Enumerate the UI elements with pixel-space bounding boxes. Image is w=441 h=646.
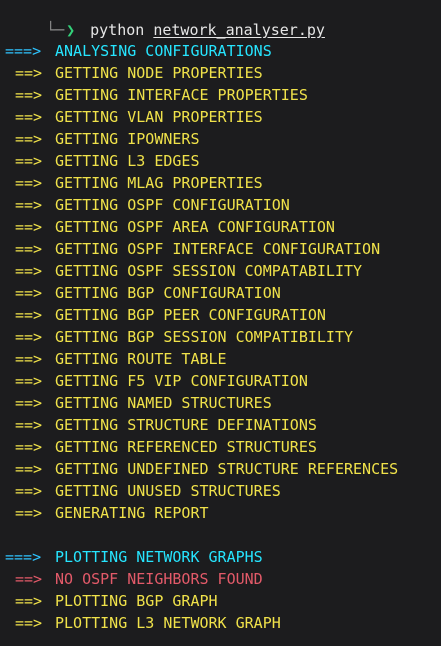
step-arrow: ==> <box>15 504 43 522</box>
analysis-step-line: ==> GETTING IPOWNERS <box>5 128 398 150</box>
plotting-step-text: PLOTTING L3 NETWORK GRAPH <box>55 614 281 632</box>
analysis-step-list: ==> GETTING NODE PROPERTIES ==> GETTING INT… <box>5 62 398 524</box>
plotting-error-line: ==> NO OSPF NEIGHBORS FOUND <box>5 568 281 590</box>
step-arrow: ==> <box>15 372 43 390</box>
analysis-step-text: GETTING F5 VIP CONFIGURATION <box>55 372 308 390</box>
analysis-step-text: GETTING UNUSED STRUCTURES <box>55 482 281 500</box>
error-arrow: ==> <box>15 570 43 588</box>
analysis-step-line: ==> GETTING L3 EDGES <box>5 150 398 172</box>
analysis-section: ===> ANALYSING CONFIGURATIONS ==> GETTING … <box>5 40 398 524</box>
step-arrow: ==> <box>15 350 43 368</box>
step-arrow: ==> <box>15 218 43 236</box>
analysis-step-text: GETTING OSPF INTERFACE CONFIGURATION <box>55 240 381 258</box>
command-argument: network_analyser.py <box>153 21 325 39</box>
analysis-step-text: GETTING ROUTE TABLE <box>55 350 227 368</box>
prompt-tree-glyph: └─ <box>46 21 65 39</box>
plotting-step-line: ==> PLOTTING BGP GRAPH <box>5 590 281 612</box>
analysis-step-line: ==> GETTING INTERFACE PROPERTIES <box>5 84 398 106</box>
analysis-step-line: ==> GETTING NAMED STRUCTURES <box>5 392 398 414</box>
analysis-header: ===> ANALYSING CONFIGURATIONS <box>5 40 398 62</box>
analysis-step-line: ==> GETTING NODE PROPERTIES <box>5 62 398 84</box>
step-arrow: ==> <box>15 130 43 148</box>
analysis-step-text: GETTING BGP SESSION COMPATIBILITY <box>55 328 354 346</box>
step-arrow: ==> <box>15 460 43 478</box>
analysis-step-line: ==> GETTING ROUTE TABLE <box>5 348 398 370</box>
analysis-step-line: ==> GETTING OSPF AREA CONFIGURATION <box>5 216 398 238</box>
analysis-step-text: GETTING OSPF SESSION COMPATABILITY <box>55 262 363 280</box>
analysis-step-text: GETTING UNDEFINED STRUCTURE REFERENCES <box>55 460 399 478</box>
step-arrow: ==> <box>15 284 43 302</box>
analysis-step-text: GETTING NODE PROPERTIES <box>55 64 263 82</box>
step-arrow: ==> <box>15 394 43 412</box>
analysis-step-text: GETTING BGP PEER CONFIGURATION <box>55 306 326 324</box>
step-arrow: ==> <box>15 614 43 632</box>
analysis-step-line: ==> GENERATING REPORT <box>5 502 398 524</box>
analysis-step-line: ==> GETTING UNDEFINED STRUCTURE REFERENCE… <box>5 458 398 480</box>
step-arrow: ==> <box>15 174 43 192</box>
step-arrow: ==> <box>15 152 43 170</box>
command-text: python <box>90 21 145 39</box>
analysis-step-text: GETTING IPOWNERS <box>55 130 200 148</box>
analysis-step-line: ==> GETTING REFERENCED STRUCTURES <box>5 436 398 458</box>
plotting-step-line: ==> PLOTTING L3 NETWORK GRAPH <box>5 612 281 634</box>
header-arrow: ===> <box>5 42 42 60</box>
analysis-step-text: GETTING OSPF CONFIGURATION <box>55 196 290 214</box>
analysis-step-text: GETTING OSPF AREA CONFIGURATION <box>55 218 335 236</box>
step-arrow: ==> <box>15 482 43 500</box>
analysis-step-text: GENERATING REPORT <box>55 504 209 522</box>
analysis-step-text: GETTING STRUCTURE DEFINATIONS <box>55 416 317 434</box>
step-arrow: ==> <box>15 108 43 126</box>
analysis-step-line: ==> GETTING MLAG PROPERTIES <box>5 172 398 194</box>
step-arrow: ==> <box>15 86 43 104</box>
analysis-step-line: ==> GETTING OSPF CONFIGURATION <box>5 194 398 216</box>
plotting-title: PLOTTING NETWORK GRAPHS <box>55 548 263 566</box>
analysis-step-line: ==> GETTING STRUCTURE DEFINATIONS <box>5 414 398 436</box>
analysis-step-text: GETTING NAMED STRUCTURES <box>55 394 272 412</box>
analysis-step-text: GETTING L3 EDGES <box>55 152 200 170</box>
analysis-step-text: GETTING INTERFACE PROPERTIES <box>55 86 308 104</box>
analysis-title: ANALYSING CONFIGURATIONS <box>55 42 272 60</box>
step-arrow: ==> <box>15 306 43 324</box>
step-arrow: ==> <box>15 240 43 258</box>
plotting-header: ===> PLOTTING NETWORK GRAPHS <box>5 546 281 568</box>
step-arrow: ==> <box>15 592 43 610</box>
analysis-step-line: ==> GETTING VLAN PROPERTIES <box>5 106 398 128</box>
shell-prompt-line: └─❯ python network_analyser.py <box>0 0 325 39</box>
step-arrow: ==> <box>15 416 43 434</box>
plotting-step-list: ==> PLOTTING BGP GRAPH ==> PLOTTING L3 NETW… <box>5 590 281 634</box>
step-arrow: ==> <box>15 262 43 280</box>
step-arrow: ==> <box>15 438 43 456</box>
analysis-step-line: ==> GETTING OSPF INTERFACE CONFIGURATION <box>5 238 398 260</box>
header-arrow: ===> <box>5 548 42 566</box>
analysis-step-line: ==> GETTING BGP PEER CONFIGURATION <box>5 304 398 326</box>
analysis-step-text: GETTING BGP CONFIGURATION <box>55 284 281 302</box>
step-arrow: ==> <box>15 64 43 82</box>
plotting-section: ===> PLOTTING NETWORK GRAPHS ==> NO OSPF N… <box>5 546 281 634</box>
analysis-step-text: GETTING REFERENCED STRUCTURES <box>55 438 317 456</box>
analysis-step-line: ==> GETTING OSPF SESSION COMPATABILITY <box>5 260 398 282</box>
analysis-step-line: ==> GETTING UNUSED STRUCTURES <box>5 480 398 502</box>
plotting-error-text: NO OSPF NEIGHBORS FOUND <box>55 570 263 588</box>
analysis-step-text: GETTING VLAN PROPERTIES <box>55 108 263 126</box>
prompt-chevron-icon: ❯ <box>66 21 76 39</box>
step-arrow: ==> <box>15 328 43 346</box>
analysis-step-line: ==> GETTING BGP SESSION COMPATIBILITY <box>5 326 398 348</box>
plotting-step-text: PLOTTING BGP GRAPH <box>55 592 218 610</box>
step-arrow: ==> <box>15 196 43 214</box>
analysis-step-line: ==> GETTING F5 VIP CONFIGURATION <box>5 370 398 392</box>
analysis-step-line: ==> GETTING BGP CONFIGURATION <box>5 282 398 304</box>
analysis-step-text: GETTING MLAG PROPERTIES <box>55 174 263 192</box>
